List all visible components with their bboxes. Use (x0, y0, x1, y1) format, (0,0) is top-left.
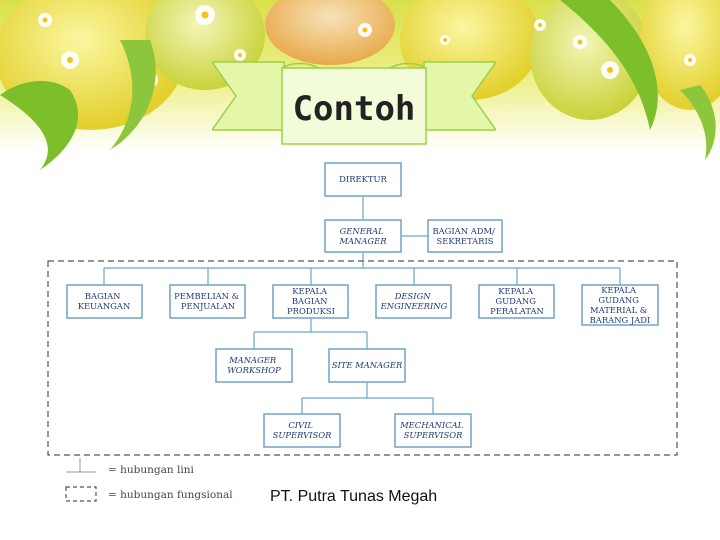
label-bagian-keuangan: BAGIAN KEUANGAN (78, 291, 131, 311)
label-direktur: DIREKTUR (339, 174, 387, 184)
leaf-decoration (560, 0, 658, 130)
title-banner (212, 61, 496, 145)
box-bagian-adm (427, 219, 503, 253)
label-kepala-gudang-peralatan: KEPALA GUDANG PERALATAN (490, 286, 544, 316)
label-manager-workshop: MANAGER WORKSHOP (227, 355, 281, 375)
label-civil-supervisor: CIVIL SUPERVISOR (273, 420, 332, 440)
page-title: Contoh (292, 89, 416, 129)
org-boxes (66, 162, 659, 448)
box-civil-supervisor (263, 413, 341, 448)
label-kepala-produksi: KEPALA BAGIAN PRODUKSI (287, 286, 335, 316)
box-bagian-keuangan (66, 284, 143, 319)
leaf-decoration (0, 80, 79, 170)
label-general-manager: GENERAL MANAGER (338, 226, 386, 246)
egg-decoration (265, 0, 395, 65)
label-bagian-adm: BAGIAN ADM/ SEKRETARIS (432, 226, 497, 246)
connector-lines (103, 196, 621, 414)
legend-functional-label: = hubungan fungsional (108, 489, 233, 501)
box-manager-workshop (215, 348, 293, 383)
box-kepala-produksi (272, 284, 349, 319)
company-caption: PT. Putra Tunas Megah (270, 488, 438, 505)
box-mechanical-supervisor (394, 413, 472, 448)
label-design-engineering: DESIGN ENGINEERING (380, 291, 448, 311)
box-site-manager (328, 348, 406, 383)
label-pembelian: PEMBELIAN & PENJUALAN (174, 291, 242, 311)
box-kepala-gudang-material (581, 284, 659, 326)
box-general-manager (324, 219, 402, 253)
functional-boundary (47, 260, 678, 456)
leaf-decoration (110, 40, 156, 150)
box-pembelian (169, 284, 246, 319)
label-mechanical-supervisor: MECHANICAL SUPERVISOR (399, 420, 466, 440)
box-direktur (324, 162, 402, 197)
legend-functional-symbol (65, 486, 97, 502)
leaf-decoration (680, 85, 716, 160)
egg-decoration (640, 0, 720, 110)
legend-line-symbol (66, 458, 96, 473)
label-site-manager: SITE MANAGER (332, 360, 403, 370)
box-kepala-gudang-peralatan (478, 284, 555, 319)
box-design-engineering (375, 284, 452, 319)
legend-line-label: = hubungan lini (108, 464, 194, 476)
label-kepala-gudang-material: KEPALA GUDANG MATERIAL & BARANG JADI (590, 285, 651, 325)
